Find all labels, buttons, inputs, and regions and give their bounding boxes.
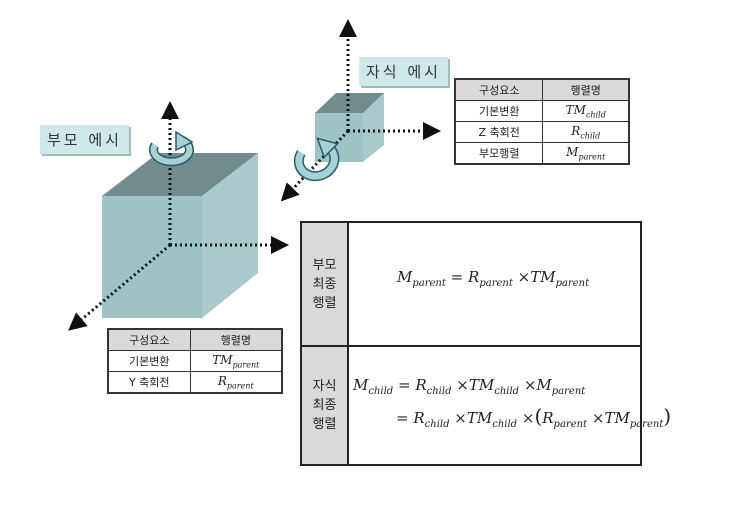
table-row: Y 축회전 Rparent <box>107 371 283 394</box>
table-row: 부모행렬 Mparent <box>454 142 630 165</box>
component-cell: 부모행렬 <box>454 142 544 165</box>
component-cell: Z 축회전 <box>454 121 544 143</box>
table-row: 기본변환 TMchild <box>454 100 630 122</box>
child-example-label: 자식 에시 <box>359 57 448 86</box>
component-cell: Y 축회전 <box>107 371 191 394</box>
table-header-row: 구성요소 행렬명 <box>107 328 283 351</box>
component-cell: 기본변환 <box>107 350 191 372</box>
parent-cube <box>102 153 258 318</box>
column-header: 행렬명 <box>189 328 283 351</box>
child-cube-top <box>315 93 384 113</box>
rotation-arrow-icon <box>293 137 340 182</box>
child-axes <box>280 19 441 202</box>
parent-axes <box>68 101 289 331</box>
parent-final-header: 부모 최종 행렬 <box>302 223 349 345</box>
parent-cube-front <box>102 196 202 318</box>
parent-final-equation: Mparent = Rparent ×TMparent <box>397 268 590 289</box>
matrix-cell: Mparent <box>542 142 630 165</box>
component-cell: 기본변환 <box>454 100 544 122</box>
child-cube-side <box>363 93 384 162</box>
matrix-cell: TMchild <box>542 100 630 122</box>
column-header: 행렬명 <box>542 78 630 101</box>
table-row: Z 축회전 Rchild <box>454 121 630 143</box>
parent-components-table: 구성요소 행렬명 기본변환 TMparent Y 축회전 Rparent <box>107 328 283 394</box>
final-matrix-table: 부모 최종 행렬 Mparent = Rparent ×TMparent 자식 … <box>300 221 672 466</box>
child-cube-front <box>315 113 363 162</box>
child-final-header: 자식 최종 행렬 <box>302 347 349 464</box>
table-header-row: 구성요소 행렬명 <box>454 78 630 101</box>
parent-cube-side <box>202 153 258 318</box>
child-components-table: 구성요소 행렬명 기본변환 TMchild Z 축회전 Rchild 부모행렬 … <box>454 78 630 165</box>
rotation-arrow-icon <box>149 130 194 167</box>
parent-axis-z <box>68 243 171 331</box>
matrix-cell: Rchild <box>542 121 630 143</box>
column-header: 구성요소 <box>454 78 544 101</box>
matrix-cell: TMparent <box>189 350 283 372</box>
child-final-equation: Mchild = Rchild ×TMchild ×Mparent = Rchi… <box>353 376 672 430</box>
child-final-row: 자식 최종 행렬 Mchild = Rchild ×TMchild ×Mpare… <box>302 347 672 464</box>
parent-example-label: 부모 에시 <box>40 125 129 154</box>
table-row: 기본변환 TMparent <box>107 350 283 372</box>
matrix-cell: Rparent <box>189 371 283 394</box>
parent-cube-top <box>102 153 258 196</box>
parent-final-row: 부모 최종 행렬 Mparent = Rparent ×TMparent <box>302 223 640 347</box>
column-header: 구성요소 <box>107 328 191 351</box>
